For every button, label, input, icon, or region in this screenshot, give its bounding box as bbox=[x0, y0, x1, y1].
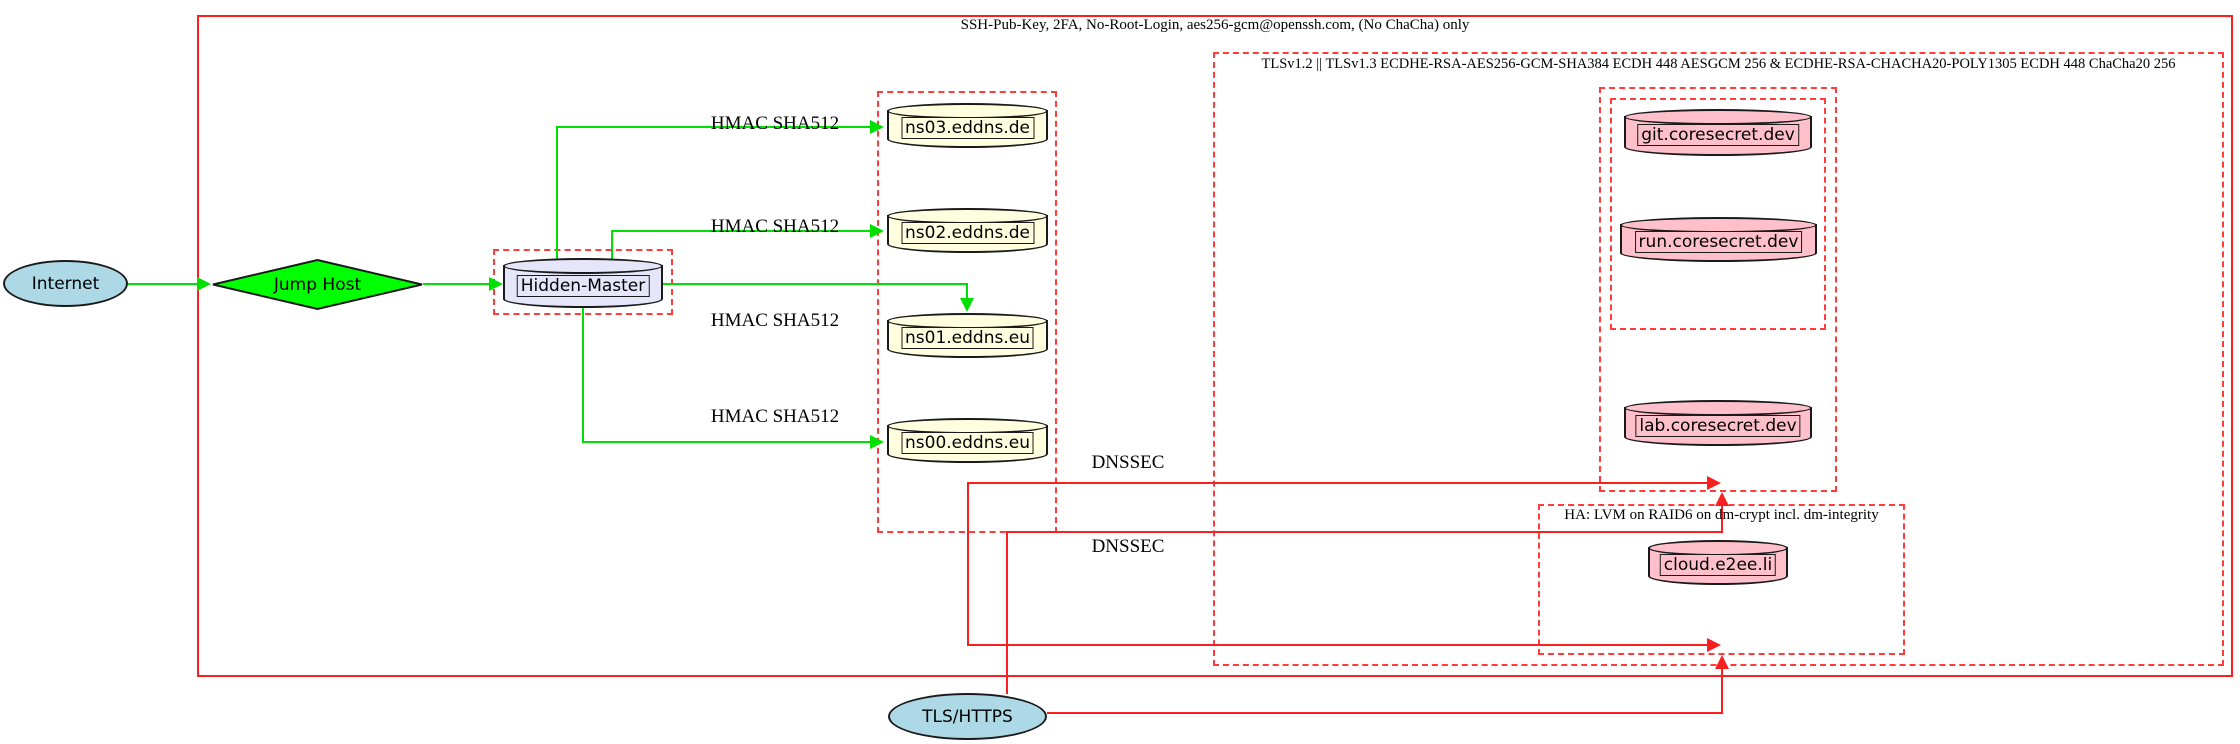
run-coresecret-node: run.coresecret.dev bbox=[1620, 217, 1817, 262]
edge-hm-ns00-vsegment bbox=[582, 308, 584, 443]
cloud-e2ee-node-label: cloud.e2ee.li bbox=[1659, 554, 1777, 577]
edge-dnssec2-arrowhead bbox=[1707, 638, 1721, 652]
edge-hm-ns01-hsegment bbox=[662, 283, 968, 285]
ns00-node: ns00.eddns.eu bbox=[887, 418, 1048, 463]
lab-coresecret-node: lab.coresecret.dev bbox=[1624, 400, 1812, 446]
edge-tls-coresecret-vsegment2 bbox=[1721, 497, 1723, 533]
edge-hm-ns00-arrowhead bbox=[870, 435, 884, 449]
edge-tls-ha-arrowhead bbox=[1715, 655, 1729, 669]
edge-dnssec2-hsegment bbox=[967, 644, 1707, 646]
edge-dnssec1-hsegment bbox=[967, 482, 1707, 484]
edge-jumphost-hiddenmaster-line bbox=[423, 283, 489, 285]
jump-host-diamond-shape bbox=[212, 258, 423, 311]
edge-hm-ns02-hsegment bbox=[611, 230, 870, 232]
edge-hm-ns03-vsegment bbox=[556, 127, 558, 259]
edge-label-hmac-ns02: HMAC SHA512 bbox=[710, 216, 840, 237]
edge-hm-ns00-hsegment bbox=[582, 441, 870, 443]
edge-tls-ha-hsegment bbox=[1047, 712, 1723, 714]
edge-jumphost-hiddenmaster-arrowhead bbox=[489, 277, 503, 291]
jump-host-node-label: Jump Host bbox=[273, 274, 362, 295]
ns01-node-label: ns01.eddns.eu bbox=[901, 327, 1034, 350]
edge-tls-coresecret-vsegment1 bbox=[1006, 532, 1008, 694]
edge-internet-jumphost-line bbox=[128, 283, 198, 285]
git-coresecret-node-label: git.coresecret.dev bbox=[1637, 124, 1799, 147]
edge-hm-ns01-arrowhead bbox=[960, 298, 974, 312]
edge-tls-coresecret-hsegment bbox=[1006, 531, 1723, 533]
edge-dnssec-vsegment bbox=[967, 482, 969, 646]
cluster-ssh-label: SSH-Pub-Key, 2FA, No-Root-Login, aes256-… bbox=[960, 17, 1470, 33]
internet-node-label: Internet bbox=[31, 273, 100, 294]
edge-internet-jumphost-arrowhead bbox=[197, 277, 211, 291]
run-coresecret-node-label: run.coresecret.dev bbox=[1634, 231, 1803, 254]
tls-https-node-label: TLS/HTTPS bbox=[922, 706, 1013, 727]
cluster-nameservers-border bbox=[877, 91, 1057, 533]
edge-label-hmac-ns00: HMAC SHA512 bbox=[710, 406, 840, 427]
edge-hm-ns01-vsegment bbox=[966, 283, 968, 299]
edge-hm-ns03-arrowhead bbox=[870, 120, 884, 134]
ns03-node-label: ns03.eddns.de bbox=[901, 117, 1034, 140]
hidden-master-cylinder-cap bbox=[503, 258, 663, 274]
ns03-node: ns03.eddns.de bbox=[887, 103, 1048, 148]
git-coresecret-node: git.coresecret.dev bbox=[1624, 109, 1812, 156]
lab-cylinder-cap bbox=[1624, 400, 1812, 416]
edge-label-dnssec-2: DNSSEC bbox=[1091, 536, 1165, 557]
edge-label-hmac-ns03: HMAC SHA512 bbox=[710, 113, 840, 134]
ns02-node-label: ns02.eddns.de bbox=[901, 222, 1034, 245]
hidden-master-node: Hidden-Master bbox=[503, 258, 663, 308]
cluster-tls-label: TLSv1.2 || TLSv1.3 ECDHE-RSA-AES256-GCM-… bbox=[1261, 56, 2176, 72]
edge-tls-coresecret-arrowhead bbox=[1715, 492, 1729, 506]
cloud-e2ee-node: cloud.e2ee.li bbox=[1648, 540, 1788, 585]
tls-https-node: TLS/HTTPS bbox=[888, 693, 1047, 740]
ns01-node: ns01.eddns.eu bbox=[887, 313, 1048, 358]
edge-dnssec1-arrowhead bbox=[1707, 476, 1721, 490]
git-cylinder-cap bbox=[1624, 109, 1812, 125]
hidden-master-node-label: Hidden-Master bbox=[516, 275, 650, 297]
lab-coresecret-node-label: lab.coresecret.dev bbox=[1635, 414, 1801, 437]
ns00-node-label: ns00.eddns.eu bbox=[901, 432, 1034, 455]
edge-label-dnssec-1: DNSSEC bbox=[1091, 452, 1165, 473]
edge-hm-ns02-arrowhead bbox=[870, 224, 884, 238]
edge-hm-ns02-vsegment bbox=[611, 231, 613, 259]
cluster-ha-label: HA: LVM on RAID6 on dm-crypt incl. dm-in… bbox=[1564, 507, 1879, 523]
jump-host-node: Jump Host bbox=[212, 258, 423, 311]
edge-tls-ha-vsegment bbox=[1721, 660, 1723, 714]
internet-node: Internet bbox=[3, 260, 128, 307]
cluster-ssh-border bbox=[197, 15, 2233, 677]
ns02-node: ns02.eddns.de bbox=[887, 208, 1048, 253]
edge-label-hmac-ns01: HMAC SHA512 bbox=[710, 310, 840, 331]
edge-hm-ns03-hsegment bbox=[556, 126, 870, 128]
